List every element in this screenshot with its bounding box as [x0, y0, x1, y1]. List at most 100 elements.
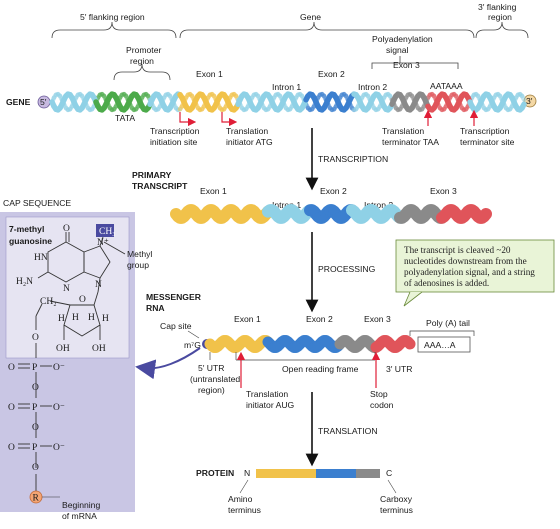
- promoter-label-line2: region: [130, 56, 154, 66]
- primary-exon1-label: Exon 1: [200, 186, 227, 196]
- protein-bar-gray: [356, 469, 380, 478]
- polyA-tail-bracket: [409, 330, 475, 336]
- polyA-box: [417, 336, 471, 353]
- protein-c-label: C: [386, 468, 392, 478]
- carboxy-leader: [387, 479, 397, 494]
- tts-label-line2: terminator site: [460, 137, 515, 147]
- primary-label-line2: TRANSCRIPT: [132, 181, 188, 191]
- carboxy-terminus-line2: terminus: [380, 505, 413, 515]
- taa-label-line2: terminator TAA: [382, 137, 439, 147]
- mrna-exon2-label: Exon 2: [306, 314, 333, 324]
- transcription-label: TRANSCRIPTION: [318, 154, 388, 164]
- ring-hn: HN: [34, 253, 48, 263]
- stop-label-line1: Stop: [370, 389, 388, 399]
- ring-nplus: N⁺: [97, 238, 109, 248]
- phosphate-ominus2: O⁻: [53, 403, 65, 413]
- phosphate-o2-left: O: [8, 403, 15, 413]
- polyA-tail-label: Poly (A) tail: [426, 318, 470, 328]
- gene-exon3-label: Exon 3: [393, 60, 420, 70]
- gene-exon1-label: Exon 1: [196, 69, 223, 79]
- aug-label-line1: Translation: [246, 389, 288, 399]
- tts-label-line1: Transcription: [460, 126, 510, 136]
- ribose-oh1: OH: [56, 344, 70, 354]
- ribose-h1: H: [58, 314, 65, 324]
- cap-name-line1: 7-methyl: [9, 224, 44, 234]
- region-brackets: [51, 21, 529, 81]
- utr5-line2: (untranslated: [190, 374, 240, 384]
- triphosphate-chain: [18, 343, 52, 468]
- mrna-strand: [204, 335, 416, 353]
- primary-intron1-label: Intron 1: [272, 200, 301, 210]
- polyA-signal-line1: Polyadenylation: [372, 34, 433, 44]
- mrna-strand-seg: [402, 336, 416, 350]
- orf-label: Open reading frame: [282, 364, 359, 374]
- phosphate-ominus3: O⁻: [53, 443, 65, 453]
- gene-exon2-label: Exon 2: [318, 69, 345, 79]
- mrna-exon1-label: Exon 1: [234, 314, 261, 324]
- mrna-label-line2: RNA: [146, 303, 165, 313]
- protein-label: PROTEIN: [196, 468, 234, 478]
- bridge-o2: O: [32, 423, 39, 433]
- amino-terminus-line1: Amino: [228, 494, 253, 504]
- phosphate-p2: P: [32, 403, 37, 413]
- ring-n-right: N: [95, 280, 102, 290]
- bridge-o1: O: [32, 383, 39, 393]
- mrna-site-markers: [236, 351, 381, 388]
- primary-strand-seg: [478, 208, 492, 223]
- note-pointer: [403, 291, 423, 307]
- atg-label-line2: initiator ATG: [226, 137, 273, 147]
- primary-transcript-strand: [170, 204, 492, 224]
- cap-callout-arrow: [135, 347, 201, 380]
- ribose-structure: [35, 291, 101, 340]
- gene-5prime-label: 5′: [40, 97, 47, 107]
- protein-bar-blue: [316, 469, 356, 478]
- utr3-label: 3′ UTR: [386, 364, 412, 374]
- gene-aataaa-label: AATAAA: [430, 81, 463, 91]
- processing-note: The transcript is cleaved ~20 nucleotide…: [395, 239, 555, 307]
- phosphate-p3: P: [32, 443, 37, 453]
- ring-n-lower: N: [63, 284, 70, 294]
- polyA-signal-line2: signal: [386, 45, 409, 55]
- gene-3prime-label: 3′: [526, 96, 533, 106]
- flank3-label-line2: region: [488, 12, 512, 22]
- carboxy-terminus-line1: Carboxy: [380, 494, 413, 504]
- cap-site-label: Cap site: [160, 321, 192, 331]
- translation-label: TRANSLATION: [318, 426, 378, 436]
- bridge-o3: O: [32, 463, 39, 473]
- phosphate-o3-left: O: [8, 443, 15, 453]
- promoter-label-line1: Promoter: [126, 45, 161, 55]
- m7g-label: m⁷G: [184, 340, 201, 350]
- primary-intron2-label: Intron 2: [364, 200, 393, 210]
- methyl-group-line1: Methyl: [127, 249, 152, 259]
- methyl-group-line2: group: [127, 260, 149, 270]
- ribose-h2: H: [102, 314, 109, 324]
- cap-sequence-panel: CAP SEQUENCE 7-methyl guanosine CH₃ Meth…: [0, 198, 152, 521]
- primary-exon2-label: Exon 2: [320, 186, 347, 196]
- gene-intron2-label: Intron 2: [358, 82, 387, 92]
- cap-name-line2: guanosine: [9, 236, 52, 246]
- r-group-label: R: [33, 494, 40, 504]
- stop-label-line2: codon: [370, 400, 394, 410]
- utr5-line3: region): [198, 385, 225, 395]
- taa-label-line1: Translation: [382, 126, 424, 136]
- polyA-bracket: [371, 56, 459, 69]
- beginning-mrna-line2: of mRNA: [62, 511, 97, 521]
- cap-panel-inner: [5, 216, 130, 359]
- tis-label-line2: initiation site: [150, 137, 198, 147]
- ribose-oh2: OH: [92, 344, 106, 354]
- guanine-structure: [37, 232, 126, 293]
- atg-label-line1: Translation: [226, 126, 268, 136]
- tis-label-line1: Transcription: [150, 126, 200, 136]
- amino-terminus-line2: terminus: [228, 505, 261, 515]
- ring-o: O: [63, 224, 70, 234]
- gene-helix: [49, 91, 527, 113]
- gene-helix-seg-front: [519, 101, 527, 111]
- phosphate-ominus1: O⁻: [53, 363, 65, 373]
- note-line2: nucleotides downstream from the: [404, 256, 527, 266]
- aug-label-line2: initiator AUG: [246, 400, 295, 410]
- note-line4: of adenosines is added.: [404, 278, 489, 288]
- phosphate-o1-left: O: [8, 363, 15, 373]
- cap-site-leader: [187, 330, 200, 339]
- methyl-ch3: CH₃: [99, 227, 116, 237]
